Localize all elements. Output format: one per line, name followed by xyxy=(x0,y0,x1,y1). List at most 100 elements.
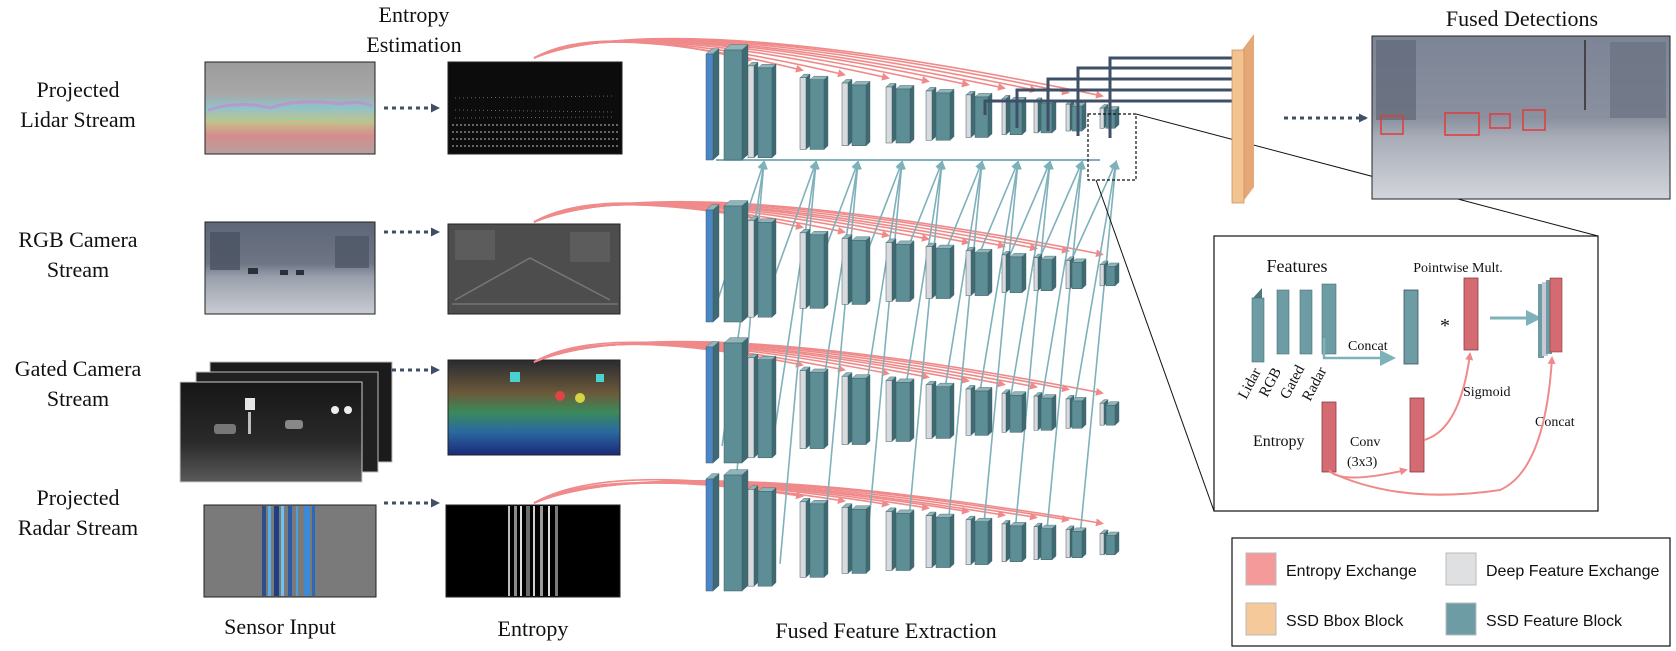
row1-stage3-feature-block-side xyxy=(865,80,871,147)
row4-stage2-deep-block-front xyxy=(799,501,807,578)
row2-stage2-deep-block-side xyxy=(805,228,811,309)
feature-link-2-2 xyxy=(773,160,820,436)
radar-input-image xyxy=(203,504,377,598)
row4-stage4-deep-block-front xyxy=(885,511,893,571)
row1-input-block-front xyxy=(705,53,714,161)
lidar-stream-label-line2: Lidar Stream xyxy=(20,107,135,132)
row1-stage1-deep-block-side xyxy=(753,61,759,159)
row4-input-block-front xyxy=(705,478,714,592)
row4-stage10-deep-block-front xyxy=(1099,533,1105,556)
row3-stage1-feature-block-front xyxy=(757,359,773,459)
row4-stage9-feature-block-side xyxy=(1081,527,1087,559)
row3-stage3-feature-block-side xyxy=(865,374,871,446)
feature-link-8-3 xyxy=(1013,160,1054,543)
row4-stage3-feature-block-side xyxy=(865,505,871,574)
row1-stage4-feature-block-front xyxy=(895,88,911,144)
legend-ssd-bbox-block: SSD Bbox Block xyxy=(1286,613,1404,630)
lidar-entropy-image xyxy=(447,61,623,155)
row3-stage5-feature-block-side xyxy=(949,382,955,439)
row3-stage8-feature-block-front xyxy=(1040,397,1053,431)
row2-stage8-deep-block-front xyxy=(1033,257,1039,291)
row2-stage9-feature-block-side xyxy=(1081,258,1087,290)
row1-base-block-front xyxy=(723,49,743,161)
inset-concat-label: Concat xyxy=(1348,339,1388,354)
row2-stage1-deep-block-side xyxy=(753,216,759,318)
fused-detections-image xyxy=(1371,35,1671,200)
detection-links xyxy=(983,56,1242,138)
lidar-input-image xyxy=(204,61,376,155)
inset-feature-blocks xyxy=(1251,283,1337,363)
row3-stage1-deep-block-side xyxy=(753,353,759,459)
row2-base-block-front xyxy=(723,205,743,323)
feature-link-6-3 xyxy=(945,160,986,549)
row2-stage7-deep-block-side xyxy=(1005,250,1011,294)
row2-stage8-feature-block-side xyxy=(1051,255,1057,292)
row3-stage6-deep-block-side xyxy=(970,384,976,436)
legend: Entropy Exchange Deep Feature Exchange S… xyxy=(1231,537,1671,647)
row2-stage1-feature-block-side xyxy=(771,218,777,318)
ssd-feature-blocks xyxy=(705,44,1120,592)
row1-stage3-feature-block-front xyxy=(851,84,867,147)
zoom-line-top xyxy=(1135,113,1599,237)
feature-link-7-2 xyxy=(975,160,1022,416)
row1-stage7-feature-block-side xyxy=(1021,96,1027,136)
row3-stage1-feature-block-side xyxy=(771,355,777,459)
row4-base-block-side xyxy=(741,469,749,592)
row2-stage9-feature-block-front xyxy=(1071,262,1083,290)
row4-stage3-deep-block-front xyxy=(841,507,849,574)
row2-stage7-feature-block-front xyxy=(1009,256,1023,293)
row4-stage9-feature-block-front xyxy=(1071,531,1083,559)
row2-stage1-feature-block-front xyxy=(757,222,773,318)
row1-stage4-deep-block-side xyxy=(891,82,897,144)
row1-stage2-feature-block-front xyxy=(809,79,825,150)
fused-feature-extraction-label: Fused Feature Extraction xyxy=(775,618,996,643)
row4-stage6-feature-block-front xyxy=(974,521,989,565)
legend-swatch-entropy xyxy=(1245,552,1277,586)
row2-stage10-feature-block-front xyxy=(1105,266,1116,287)
row3-stage7-deep-block-front xyxy=(1001,393,1007,433)
row3-stage4-feature-block-front xyxy=(895,382,911,442)
radar-stream-label-line2: Radar Stream xyxy=(18,515,138,540)
row3-stage4-feature-block-side xyxy=(909,378,915,442)
feature-link-4-3 xyxy=(865,160,906,556)
row3-stage3-deep-block-front xyxy=(841,375,849,445)
entropy-images xyxy=(445,61,623,598)
sensor-input-label: Sensor Input xyxy=(224,614,336,639)
row3-stage2-deep-block-side xyxy=(805,366,811,450)
row3-stage4-deep-block-front xyxy=(885,380,893,442)
row2-input-block-side xyxy=(712,204,720,323)
gated-entropy-image xyxy=(447,359,621,456)
row3-stage6-feature-block-front xyxy=(974,390,989,436)
row2-stage2-feature-block-front xyxy=(809,234,825,309)
row3-stage9-deep-block-front xyxy=(1065,398,1071,429)
row2-stage6-deep-block-front xyxy=(965,250,972,296)
row4-stage3-feature-block-front xyxy=(851,509,867,574)
row1-stage3-deep-block-side xyxy=(847,78,853,147)
row2-stage10-deep-block-front xyxy=(1099,264,1105,287)
row2-stage4-feature-block-front xyxy=(895,244,911,302)
inset-pointwise-label: Pointwise Mult. xyxy=(1413,261,1502,276)
row3-stage6-feature-block-side xyxy=(987,386,993,436)
row4-stage6-feature-block-side xyxy=(987,517,993,566)
row4-stage4-deep-block-side xyxy=(891,507,897,571)
row1-stage1-feature-block-side xyxy=(771,63,777,159)
row4-stage5-feature-block-side xyxy=(949,513,955,569)
row1-stage8-feature-block-side xyxy=(1051,99,1057,134)
row1-stage1-deep-block-front xyxy=(747,65,755,158)
row2-base-block-side xyxy=(741,200,749,323)
inset-star-symbol: * xyxy=(1440,315,1450,337)
row3-stage7-feature-block-side xyxy=(1021,391,1027,433)
row4-stage4-feature-block-side xyxy=(909,509,915,571)
sensor-input-images xyxy=(179,61,393,598)
rgb-stream-label-line1: RGB Camera xyxy=(18,227,137,252)
row4-stage2-feature-block-side xyxy=(823,499,829,578)
entropy-estimation-header-line1: Entropy xyxy=(379,2,450,27)
row3-stage7-feature-block-front xyxy=(1009,395,1023,433)
row1-stage4-deep-block-front xyxy=(885,86,893,144)
row4-stage6-deep-block-side xyxy=(970,515,976,566)
row4-stage7-feature-block-front xyxy=(1009,525,1023,562)
row4-stage3-deep-block-side xyxy=(847,503,853,574)
row2-stage8-feature-block-front xyxy=(1040,259,1053,291)
inset-conv-label-line1: Conv xyxy=(1350,435,1380,450)
